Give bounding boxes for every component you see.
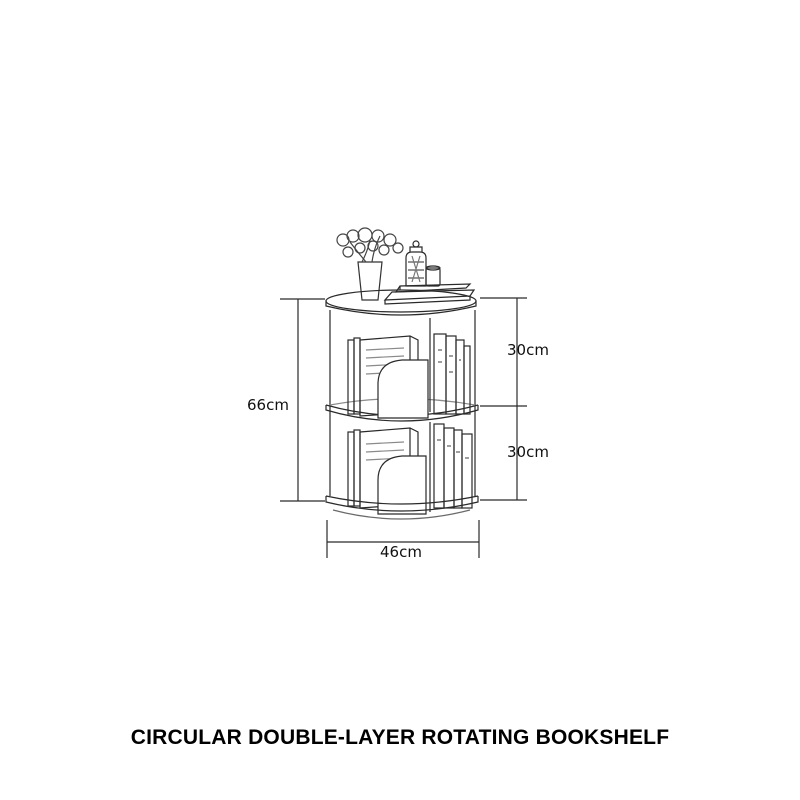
lower-bookend [377,455,427,515]
product-title: CIRCULAR DOUBLE-LAYER ROTATING BOOKSHELF [130,726,670,749]
diameter-dimension-line [326,520,480,558]
total-height-label: 66cm [247,396,289,414]
upper-bookend [377,359,429,419]
top-board [325,289,477,316]
upper-layer-dimension-line [480,297,527,407]
stacked-books-on-top [383,283,476,305]
candle-cup-illustration [425,265,441,287]
decorative-jar-illustration [405,240,427,287]
height-dimension-line [280,298,325,502]
lower-layer-height-label: 30cm [507,443,549,461]
diameter-label: 46cm [380,543,422,561]
upper-right-books [433,333,471,415]
lower-right-books [433,423,473,509]
cylinder-body [329,310,476,496]
flower-vase-illustration [336,227,404,301]
upper-layer-height-label: 30cm [507,341,549,359]
lower-layer-dimension-line [480,406,527,501]
base-board [325,495,479,520]
